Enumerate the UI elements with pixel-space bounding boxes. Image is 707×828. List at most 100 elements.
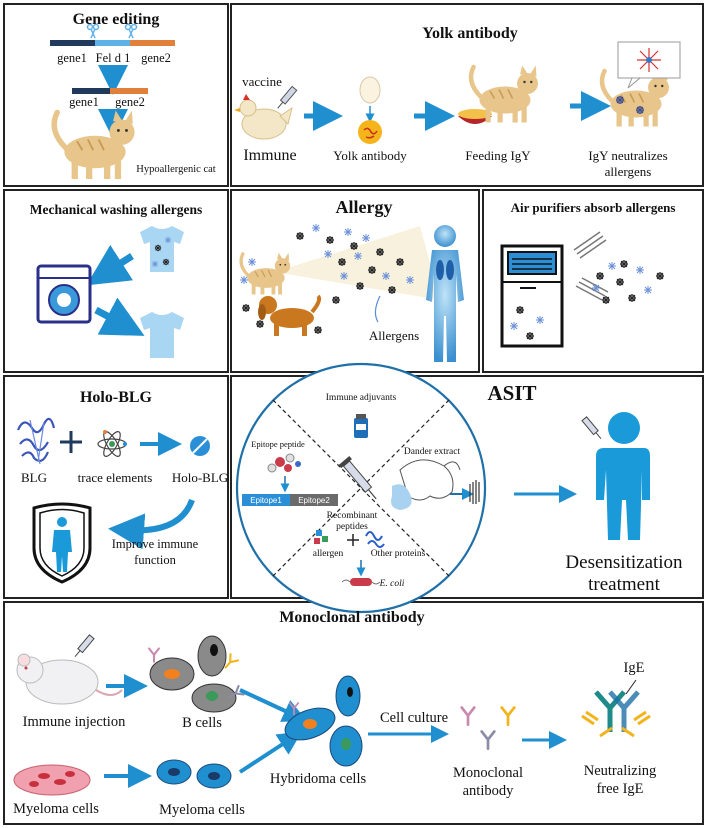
gene-editing-panel: Gene editing gene1 Fel d 1 gene2 gene1 g… [50, 11, 216, 179]
mono-title: Monoclonal antibody [279, 609, 424, 626]
gene-editing-title: Gene editing [73, 11, 160, 28]
mono-arrow-4 [238, 731, 303, 774]
neutralizing-label: Neutralizing [584, 763, 656, 779]
monoclonal-panel: Monoclonal antibody Immune injection B c… [13, 609, 656, 818]
adjuvants-label: Immune adjuvants [326, 393, 397, 403]
myeloma-cells-label-2: Myeloma cells [159, 802, 245, 818]
gene1b-label: gene1 [69, 95, 99, 109]
b-cells-label: B cells [182, 715, 222, 731]
yolk-icon [358, 120, 382, 144]
scissors-icon [86, 23, 100, 39]
holo-blg-label: Holo-BLG [172, 470, 228, 485]
cat-icon [54, 111, 134, 179]
plus-icon [60, 431, 82, 453]
washing-machine-icon [36, 264, 92, 324]
mouse-icon [16, 653, 123, 705]
human-body-icon [426, 225, 464, 362]
patient-person-icon [596, 412, 650, 540]
allergen-molecule-icon [314, 530, 328, 544]
epitope1-box [242, 494, 290, 506]
gene2-label: gene2 [141, 51, 171, 65]
yolk-title: Yolk antibody [422, 25, 518, 42]
vaccine-label: vaccine [242, 74, 282, 89]
shield-icon [32, 502, 92, 584]
feeding-igy-label: Feeding IgY [465, 148, 531, 163]
washing-panel: Mechanical washing allergens [30, 202, 203, 358]
epitope2-label: Epitope2 [298, 496, 330, 505]
other-proteins-icon [365, 531, 385, 548]
clean-shirt-icon [140, 312, 184, 358]
syringe-icon [277, 85, 298, 109]
myeloma-cells-icon [156, 759, 232, 789]
hypoallergenic-cat-label: Hypoallergenic cat [136, 164, 215, 175]
epitope2-box [290, 494, 338, 506]
allergen-label: allergen [313, 549, 344, 559]
asit-syringe-icon [338, 456, 377, 500]
free-ige-label: free IgE [596, 781, 643, 797]
trace-elements-label: trace elements [78, 470, 153, 485]
atom-icon [97, 430, 127, 457]
yolk-antibody-label: Yolk antibody [333, 148, 407, 163]
vial-icon [354, 414, 368, 438]
allergens-label-yolk: allergens [605, 164, 652, 179]
plus-icon-asit [347, 534, 359, 546]
speech-bubble [617, 41, 681, 89]
epitope-peptide-label: Epitope peptide [251, 439, 305, 449]
washing-title: Mechanical washing allergens [30, 202, 203, 217]
myeloma-cells-label-1: Myeloma cells [13, 801, 99, 817]
hybridoma-cells-icon [284, 675, 363, 767]
gene2b-label: gene2 [115, 95, 145, 109]
dander-label: Dander extract [404, 447, 461, 457]
gene1-label: gene1 [57, 51, 87, 65]
antibody-label: antibody [463, 783, 514, 799]
ecoli-label: E. coli [379, 579, 405, 589]
holo-title: Holo-BLG [80, 389, 153, 406]
pill-icon [190, 436, 210, 456]
cell-culture-label: Cell culture [380, 710, 448, 726]
improve-immune-label: Improve immune [112, 537, 199, 551]
dog-icon [258, 294, 322, 336]
immune-label: Immune [243, 147, 296, 164]
holo-arrow-2 [108, 498, 195, 550]
air-purifier-icon [500, 244, 564, 348]
desensitization-label: Desensitization [565, 552, 683, 573]
peptides-label: peptides [336, 522, 368, 532]
air-purifier-panel: Air purifiers absorb allergens [500, 200, 675, 348]
allergy-cat-icon [239, 251, 292, 297]
chicken-icon [234, 94, 293, 140]
epitope1-label: Epitope1 [250, 496, 282, 505]
other-proteins-label: Other proteins [371, 549, 426, 559]
function-label: function [134, 553, 176, 567]
allergens-label: Allergens [369, 328, 419, 343]
food-bowl-icon [458, 109, 492, 124]
monoclonal-antibody-icons [460, 706, 516, 750]
allergy-panel: Allergy Allergens [239, 197, 464, 362]
blg-label: BLG [21, 470, 47, 485]
washing-arrow-1 [86, 244, 134, 286]
mouse-syringe-icon [74, 634, 95, 658]
washing-arrow-2 [94, 297, 145, 336]
airflow-arrows [573, 231, 609, 301]
asit-title: ASIT [487, 381, 536, 405]
hybridoma-label: Hybridoma cells [270, 771, 367, 787]
extract-shape [391, 484, 412, 510]
patient-syringe-icon [581, 416, 602, 440]
recombinant-label: Recombinant [327, 511, 378, 521]
holo-blg-panel: Holo-BLG BLG trace elements Holo-BLG [16, 389, 228, 584]
asit-panel: ASIT Immune adjuvants Epitope peptide Ep… [235, 362, 683, 614]
dog-head-sketch-icon [399, 459, 461, 501]
dirty-shirt-icon [140, 226, 184, 272]
egg-icon [359, 76, 381, 104]
feld1-label: Fel d 1 [96, 51, 131, 65]
treatment-label: treatment [588, 574, 660, 595]
monoclonal-label: Monoclonal [453, 765, 523, 781]
ige-label: IgE [624, 660, 645, 676]
scissors-icon-2 [124, 23, 138, 39]
ecoli-icon [341, 578, 381, 586]
allergy-title: Allergy [336, 197, 393, 217]
immune-injection-label: Immune injection [23, 714, 126, 730]
petri-dish-icon [13, 764, 91, 796]
igy-neutralizes-label: IgY neutralizes [588, 148, 667, 163]
b-cells-icon [148, 635, 245, 713]
